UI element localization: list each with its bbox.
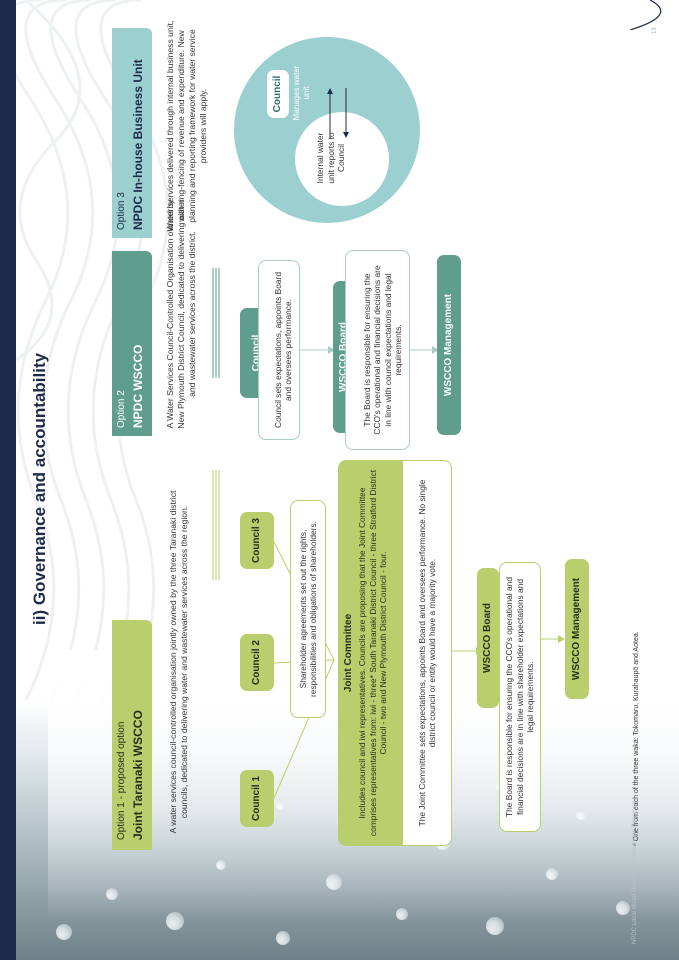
droplet (276, 931, 290, 945)
option2-title: NPDC WSCCO (131, 344, 145, 428)
droplet (56, 924, 72, 940)
joint-committee-panel: Joint Committee Includes council and iwi… (338, 460, 402, 846)
option2-council-box: Council sets expectations, appoints Boar… (258, 260, 300, 440)
top-navy-bar (0, 0, 16, 960)
option3-council-pill: Council (267, 70, 289, 118)
option1-divider (212, 470, 220, 580)
option3-reporting-arrows (327, 88, 349, 138)
option1-description: A water services council-controlled orga… (168, 490, 189, 834)
option3-council-sub: Manages water unit (292, 65, 311, 121)
joint-committee-title: Joint Committee (343, 613, 354, 693)
option3-internal-unit-text: Internal water unit reports to Council (315, 132, 346, 184)
shareholder-agreement-box: Shareholder agreements set out the right… (290, 500, 326, 718)
page-corner-swoosh (630, 0, 662, 30)
option1-board-pill: WSCCO Board (477, 568, 499, 708)
page-heading: ii) Governance and accountability (30, 352, 49, 625)
option1-board-box: The Board is responsible for ensuring th… (499, 562, 541, 832)
option1-title: Joint Taranaki WSCCO (131, 710, 145, 840)
option2-label: Option 2 (116, 390, 127, 428)
council-3-box: Council 3 (240, 512, 274, 569)
board-to-management-arrow (541, 635, 565, 643)
council-1-box: Council 1 (240, 770, 274, 827)
footer-text: NPDC Local Water Done Well Consultation … (632, 800, 638, 944)
option3-title: NPDC In-house Business Unit (131, 59, 145, 230)
option2-management-pill: WSCCO Management (437, 255, 461, 435)
option1-label: Option 1 - proposed option (116, 721, 127, 840)
joint-committee-text: Includes council and iwi representatives… (357, 469, 388, 837)
option2-board-to-management-arrow (410, 346, 439, 354)
option3-label: Option 3 (116, 192, 127, 230)
option2-divider (212, 268, 220, 378)
council-2-box: Council 2 (240, 634, 274, 691)
page-number: 19 (652, 27, 658, 34)
option2-board-box: The Board is responsible for ensuring th… (345, 250, 410, 450)
joint-committee-role-box: The Joint Committee sets expectations, a… (402, 460, 452, 846)
option3-description: Water services delivered through interna… (165, 20, 208, 232)
option1-management-pill: WSCCO Management (565, 559, 589, 699)
option2-council-to-board-arrow (300, 346, 335, 354)
